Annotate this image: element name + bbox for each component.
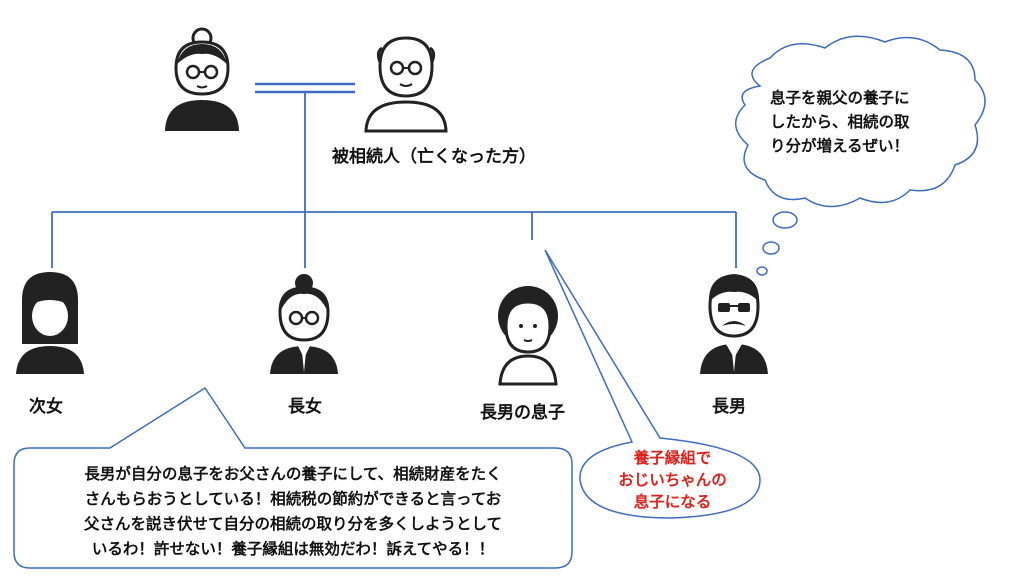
- thought-bubble-text: 息子を親父の養子に したから、相続の取 り分が増えるぜい！: [770, 86, 970, 158]
- second-daughter-icon: [16, 272, 84, 374]
- speech-left-line: さんもらおうとしている！相続税の節約ができると言ってお: [84, 490, 502, 508]
- deceased-label: 被相続人（亡くなった方）: [332, 147, 536, 167]
- speech-left-line: 父さんを説き伏せて自分の相続の取り分を多くしようとして: [83, 515, 503, 533]
- eldest-son-icon: [700, 274, 768, 374]
- speech-red-line: 養子縁組で: [633, 449, 712, 467]
- speech-left-line: 長男が自分の息子をお父さんの養子にして、相続財産をたく: [84, 465, 502, 483]
- speech-bubble-red: [544, 249, 761, 519]
- eldest-daughter-label: 長女: [288, 397, 322, 417]
- speech-red-line: 息子になる: [633, 493, 712, 511]
- eldest-daughter-icon: [270, 274, 338, 374]
- grandfather-icon: [364, 36, 448, 133]
- grandson-label: 長男の息子: [480, 403, 565, 423]
- speech-left-line: いるわ！許せない！養子縁組は無効だわ！訴えてやる！！: [91, 540, 495, 558]
- grandmother-icon: [165, 27, 239, 131]
- thought-line: り分が増えるぜい！: [770, 137, 910, 155]
- speech-left-text: 長男が自分の息子をお父さんの養子にして、相続財産をたく さんもらおうとしている！…: [28, 462, 558, 562]
- second-daughter-label: 次女: [29, 397, 63, 417]
- thought-line: 息子を親父の養子に: [770, 89, 910, 107]
- eldest-son-label: 長男: [712, 397, 746, 417]
- thought-line: したから、相続の取: [770, 113, 910, 131]
- grandson-icon: [498, 286, 558, 386]
- speech-bubble-left: [13, 386, 573, 569]
- speech-red-line: おじいちゃんの: [618, 471, 727, 489]
- thought-bubble: [735, 35, 986, 276]
- speech-red-text: 養子縁組で おじいちゃんの 息子になる: [590, 447, 755, 513]
